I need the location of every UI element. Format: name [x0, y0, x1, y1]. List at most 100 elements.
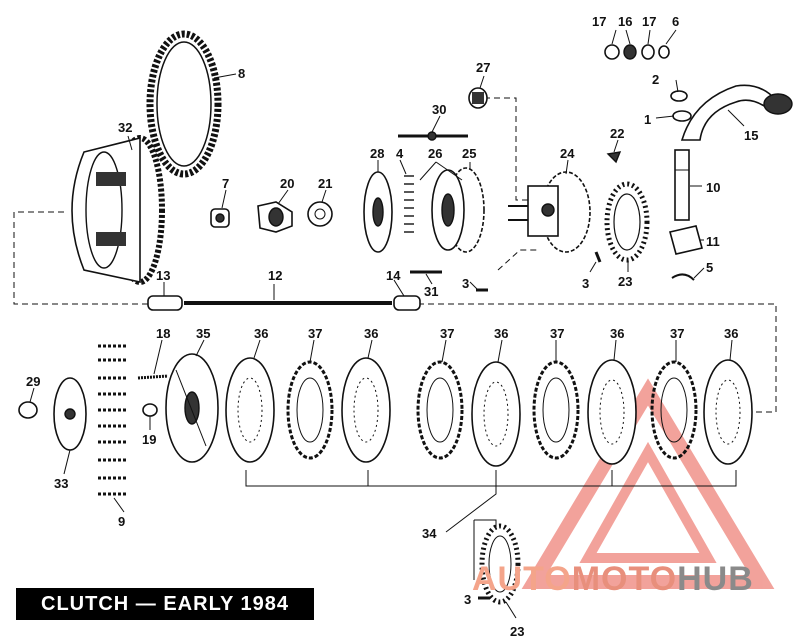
- callout-28: 28: [370, 146, 384, 161]
- release-lever-part-15: [680, 84, 793, 141]
- callout-34: 34: [422, 526, 437, 541]
- small-nut-part-7: [210, 208, 230, 228]
- callout-2: 2: [652, 72, 659, 87]
- callout-26: 26: [428, 146, 442, 161]
- clutch-hub-assembly-part-24: [508, 171, 591, 253]
- callout-36-e: 36: [724, 326, 738, 341]
- assembly-dashline-top: [484, 97, 540, 201]
- diagram-title: CLUTCH — EARLY 1984: [41, 593, 289, 615]
- springs-part-9: [98, 344, 126, 496]
- watermark-triangle-logo: [521, 378, 775, 589]
- callout-3-bottom: 3: [464, 592, 471, 607]
- nut-part-2: [670, 90, 688, 102]
- callout-32: 32: [118, 120, 132, 135]
- springs-part-4: [404, 175, 414, 233]
- callout-7: 7: [222, 176, 229, 191]
- cover-part-33: [53, 377, 87, 451]
- callout-4: 4: [396, 146, 404, 161]
- callout-37-c: 37: [550, 326, 564, 341]
- callout-29: 29: [26, 374, 40, 389]
- callout-17-left: 17: [592, 14, 606, 29]
- ring-gear-part: [146, 30, 222, 178]
- callout-35: 35: [196, 326, 210, 341]
- watermark-text: AUTOMOTOHUB: [472, 560, 754, 599]
- callout-30: 30: [432, 102, 446, 117]
- steel-plate-part-37-b: [416, 360, 464, 460]
- assembly-dashline-right: [418, 303, 777, 413]
- leader-lines: [29, 29, 745, 619]
- friction-disc-part-36-d: [587, 359, 637, 465]
- callout-8: 8: [238, 66, 245, 81]
- callout-37-d: 37: [670, 326, 684, 341]
- callout-33: 33: [54, 476, 68, 491]
- hex-nut-part-20: [257, 201, 293, 233]
- watermark-part-moto: MOTO: [571, 560, 678, 598]
- callout-36-c: 36: [494, 326, 508, 341]
- watermark-part-hub: HUB: [677, 560, 754, 598]
- clutch-hub-part-25: [431, 167, 485, 253]
- dowel-part-22: [606, 151, 622, 164]
- clip-part-5: [671, 273, 695, 281]
- assembly-dashline-left: [13, 211, 150, 305]
- lockwasher-part-21: [307, 201, 333, 227]
- callout-13: 13: [156, 268, 170, 283]
- steel-plate-part-37-d: [650, 360, 698, 460]
- callout-20: 20: [280, 176, 294, 191]
- nut-part-19: [142, 403, 158, 417]
- steel-plate-part-37-a: [286, 360, 334, 460]
- pressure-plate-part-35: [165, 353, 219, 463]
- bushing-part-14: [393, 295, 421, 311]
- callout-27: 27: [476, 60, 490, 75]
- rod-part-18: [137, 374, 169, 380]
- friction-disc-part-36-c: [471, 361, 521, 467]
- steel-plate-part-37-c: [532, 360, 580, 460]
- nut-part-29: [18, 401, 38, 419]
- callout-5: 5: [706, 260, 713, 275]
- callout-3-center: 3: [462, 276, 469, 291]
- friction-disc-part-36-e: [703, 359, 753, 465]
- assembly-dashline-lower: [497, 249, 540, 271]
- spring-plate-part-28: [363, 171, 393, 253]
- callout-25: 25: [462, 146, 476, 161]
- callout-9: 9: [118, 514, 125, 529]
- callout-1: 1: [644, 112, 651, 127]
- callout-11: 11: [706, 234, 720, 249]
- callout-17-right: 17: [642, 14, 656, 29]
- callout-31: 31: [424, 284, 438, 299]
- callout-18: 18: [156, 326, 170, 341]
- callout-36-d: 36: [610, 326, 624, 341]
- watermark-part-auto: AUTO: [472, 560, 572, 598]
- adjusting-screw-part-27: [468, 87, 488, 109]
- callout-22: 22: [610, 126, 624, 141]
- callout-36-b: 36: [364, 326, 378, 341]
- callout-15: 15: [744, 128, 758, 143]
- washer-part-1: [672, 110, 692, 122]
- stud-part-10: [674, 149, 690, 221]
- callout-14: 14: [386, 268, 401, 283]
- callout-36-a: 36: [254, 326, 268, 341]
- clutch-shell-part: [71, 135, 165, 285]
- pushrod-part-30: [398, 131, 468, 141]
- callout-16: 16: [618, 14, 632, 29]
- callout-3-right: 3: [582, 276, 589, 291]
- gasket-part-23-top: [604, 181, 650, 263]
- friction-disc-part-36-a: [225, 357, 275, 463]
- diagram-title-box: CLUTCH — EARLY 1984: [16, 588, 314, 620]
- callout-19: 19: [142, 432, 156, 447]
- callout-12: 12: [268, 268, 282, 283]
- callout-23-top: 23: [618, 274, 632, 289]
- bracket-part-11: [669, 225, 703, 255]
- callout-23-bottom: 23: [510, 624, 524, 639]
- gasket-part-23-bottom: [479, 523, 521, 605]
- clutch-pack-bracket-34: [245, 470, 737, 533]
- friction-disc-part-36-b: [341, 357, 391, 463]
- callout-6: 6: [672, 14, 679, 29]
- callout-10: 10: [706, 180, 720, 195]
- callout-21: 21: [318, 176, 332, 191]
- washers-part-16-17-6: [604, 44, 670, 60]
- callout-37-a: 37: [308, 326, 322, 341]
- callout-24: 24: [560, 146, 575, 161]
- screw-part-3-right: [594, 251, 602, 263]
- callout-37-b: 37: [440, 326, 454, 341]
